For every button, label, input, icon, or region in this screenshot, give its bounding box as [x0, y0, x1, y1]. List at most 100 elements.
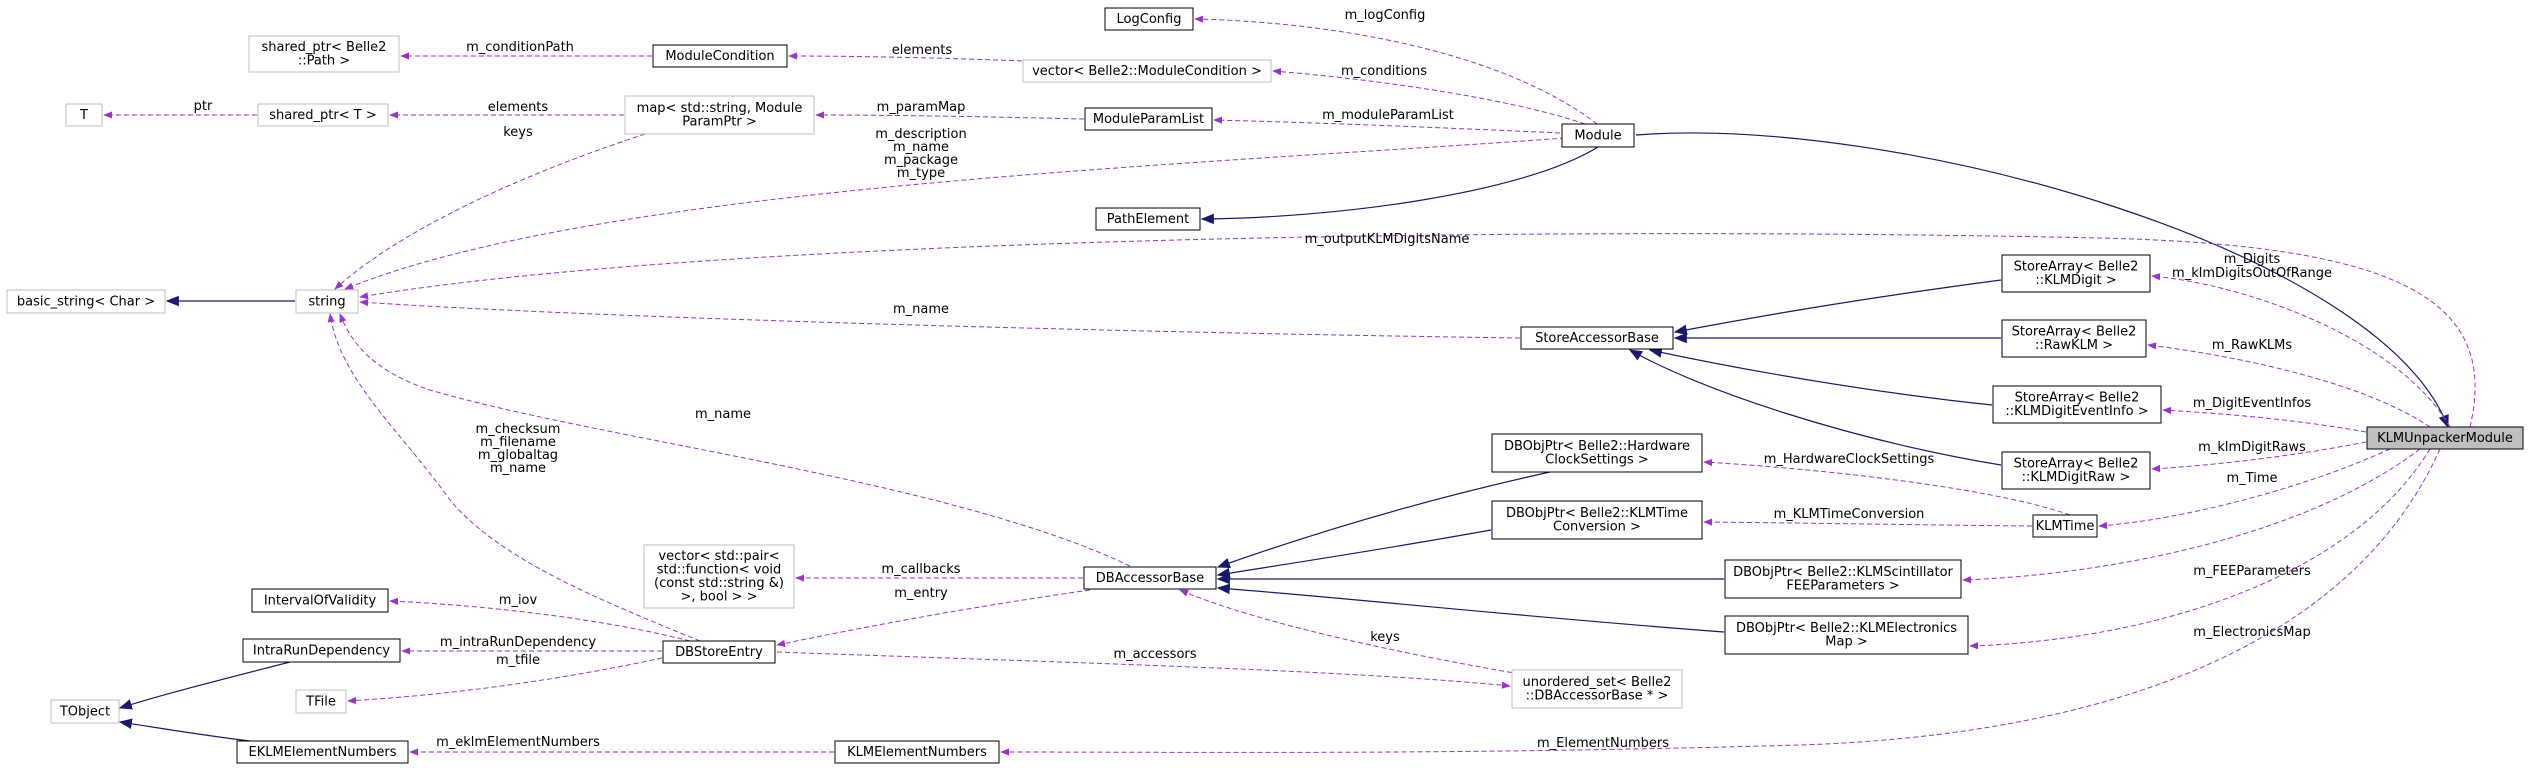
edge-inh-db1: [1216, 471, 1551, 569]
edge-module-klm: [1635, 132, 2449, 429]
node-label: Conversion >: [1553, 520, 1641, 535]
node-box: [2001, 254, 2151, 293]
edge-inh-db4: [1216, 583, 1725, 633]
edge-rawklms: m_RawKLMs: [2147, 338, 2431, 428]
edge-label: m_package: [884, 153, 958, 168]
node-tobject[interactable]: TObject: [50, 699, 120, 724]
edge-klmtimeconv: m_KLMTimeConversion: [1703, 507, 2033, 527]
edge-conditions: m_conditions: [1272, 64, 1586, 125]
node-sharedpath[interactable]: shared_ptr< Belle2::Path >: [248, 35, 400, 73]
node-module[interactable]: Module: [1561, 123, 1635, 148]
usage-arrow: [1213, 116, 1561, 134]
edge-digitevent: m_DigitEventInfos: [2162, 396, 2367, 433]
node-klmelem[interactable]: KLMElementNumbers: [834, 740, 1000, 764]
edge-label: m_iov: [499, 593, 538, 608]
edge-label: m_moduleParamList: [1322, 108, 1454, 123]
node-box: [1083, 566, 1217, 590]
edge-label: m_RawKLMs: [2212, 338, 2292, 353]
edges-layer: m_logConfigm_conditionselementsm_conditi…: [103, 8, 2476, 756]
node-basicstring[interactable]: basic_string< Char >: [6, 289, 166, 314]
node-sharedT[interactable]: shared_ptr< T >: [257, 103, 389, 127]
node-db-scint[interactable]: DBObjPtr< Belle2::KLMScintillatorFEEPara…: [1724, 559, 1962, 599]
node-label: ClockSettings >: [1545, 453, 1649, 468]
node-pathelement[interactable]: PathElement: [1095, 207, 1201, 231]
usage-arrow: [1969, 448, 2431, 650]
node-vecmodcond[interactable]: vector< Belle2::ModuleCondition >: [1022, 59, 1272, 83]
node-klmtime[interactable]: KLMTime: [2032, 514, 2098, 538]
inheritance-arrow: [118, 661, 291, 710]
edge-elements-sT: elements: [389, 100, 624, 119]
node-intrarun[interactable]: IntraRunDependency: [242, 638, 401, 663]
node-box: [6, 289, 166, 314]
node-sa-digitevent[interactable]: StoreArray< Belle2::KLMDigitEventInfo >: [1992, 385, 2162, 424]
node-label: DBObjPtr< Belle2::KLMElectronics: [1736, 621, 1957, 636]
edge-accessors: m_accessors: [776, 647, 1511, 689]
node-label: T: [79, 108, 88, 123]
node-logconfig[interactable]: LogConfig: [1104, 7, 1194, 31]
node-vecpair[interactable]: vector< std::pair<std::function< void(co…: [643, 544, 795, 609]
usage-arrow: [327, 313, 701, 642]
node-label: KLMElementNumbers: [847, 745, 987, 760]
node-label: PathElement: [1107, 212, 1189, 227]
usage-arrow: [2162, 406, 2367, 433]
node-box: [2366, 426, 2524, 450]
node-tfile[interactable]: TFile: [295, 689, 347, 714]
usage-arrow: [815, 111, 1085, 120]
node-box: [257, 103, 389, 127]
node-box: [1084, 107, 1213, 131]
node-label: ::RawKLM >: [2035, 338, 2113, 353]
node-eklm[interactable]: EKLMElementNumbers: [236, 740, 409, 764]
node-label: DBObjPtr< Belle2::KLMTime: [1506, 506, 1688, 521]
node-sa-digitraw[interactable]: StoreArray< Belle2::KLMDigitRaw >: [2001, 451, 2151, 490]
node-label: StoreAccessorBase: [1535, 331, 1659, 346]
node-box: [2001, 451, 2151, 490]
edge-label: m_type: [897, 166, 945, 181]
edge-parammap: m_paramMap: [815, 100, 1085, 120]
node-storeaccessor[interactable]: StoreAccessorBase: [1520, 326, 1674, 350]
edge-intrarun: m_intraRunDependency: [401, 635, 663, 655]
node-label: DBStoreEntry: [675, 645, 763, 660]
node-label: DBAccessorBase: [1096, 571, 1204, 586]
node-modcond[interactable]: ModuleCondition: [652, 44, 788, 68]
node-sa-klmdigit[interactable]: StoreArray< Belle2::KLMDigit >: [2001, 254, 2151, 293]
node-T[interactable]: T: [65, 103, 103, 127]
node-box: [295, 289, 359, 314]
usage-arrow: [1703, 458, 2071, 516]
edge-outdigitsname: m_outputKLMDigitsName: [359, 232, 2476, 428]
node-label: ::KLMDigit >: [2035, 273, 2116, 288]
node-unorderedset[interactable]: unordered_set< Belle2::DBAccessorBase * …: [1511, 669, 1683, 709]
node-box: [1561, 123, 1635, 148]
edge-tfile: m_tfile: [347, 653, 663, 705]
node-box: [1491, 433, 1703, 473]
edge-label: elements: [488, 100, 549, 115]
node-klmunpacker[interactable]: KLMUnpackerModule: [2366, 426, 2524, 450]
inheritance-arrow: [1216, 471, 1551, 569]
usage-arrow: [1272, 68, 1586, 125]
node-dbaccessor[interactable]: DBAccessorBase: [1083, 566, 1217, 590]
node-label: ::DBAccessorBase * >: [1526, 689, 1669, 704]
edge-label: m_description: [875, 127, 966, 142]
node-db-hwclock[interactable]: DBObjPtr< Belle2::HardwareClockSettings …: [1491, 433, 1703, 473]
usage-arrow: [1179, 589, 1521, 675]
usage-arrow: [2151, 273, 2451, 428]
usage-arrow: [1000, 448, 2441, 756]
node-dbstoreentry[interactable]: DBStoreEntry: [662, 640, 776, 664]
node-label: vector< std::pair<: [658, 549, 779, 564]
node-db-klmtime[interactable]: DBObjPtr< Belle2::KLMTimeConversion >: [1491, 500, 1703, 540]
node-modparamlist[interactable]: ModuleParamList: [1084, 107, 1213, 131]
node-sa-rawklm[interactable]: StoreArray< Belle2::RawKLM >: [2001, 319, 2147, 358]
edge-time: m_Time: [2098, 448, 2391, 529]
node-label: ::KLMDigitRaw >: [2022, 470, 2131, 485]
edge-label: m_checksum: [476, 422, 561, 437]
node-label: shared_ptr< T >: [269, 108, 376, 123]
edge-label: m_Digits: [2224, 252, 2281, 267]
node-label: >, bool > >: [681, 590, 758, 605]
node-iov[interactable]: IntervalOfValidity: [251, 588, 389, 613]
edge-hwclock: m_HardwareClockSettings: [1703, 452, 2071, 516]
node-string[interactable]: string: [295, 289, 359, 314]
edge-label: m_klmDigitRaws: [2198, 440, 2306, 455]
node-label: basic_string< Char >: [17, 294, 155, 309]
